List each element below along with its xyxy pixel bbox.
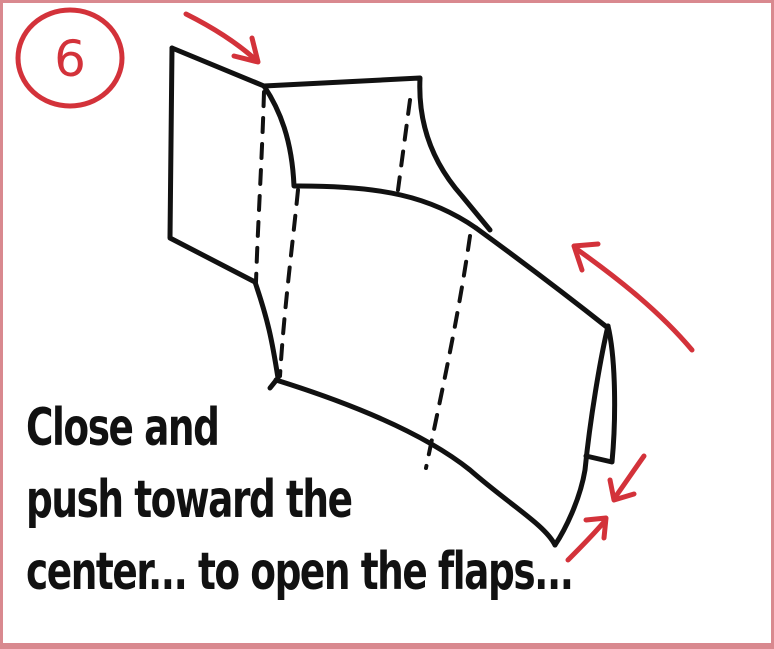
arrow-up-right-icon: [568, 518, 606, 560]
fold-line-left: [256, 92, 264, 282]
inner-fold-edge: [264, 86, 476, 228]
arrow-top-right-icon: [186, 14, 258, 62]
fold-line-center-left: [280, 190, 298, 376]
front-panel-left: [255, 282, 278, 388]
bottom-border: [0, 643, 774, 649]
caption-line-1: Close and: [26, 392, 573, 464]
instruction-caption: Close and push toward the center... to o…: [26, 392, 573, 608]
arrow-right-up-icon: [574, 244, 692, 350]
arrow-down-left-icon: [610, 456, 644, 500]
left-flap: [170, 48, 255, 282]
top-edge-middle: [264, 78, 490, 230]
caption-line-2: push toward the: [26, 464, 573, 536]
step-number: 6: [54, 30, 86, 88]
step-badge: 6: [18, 10, 122, 106]
caption-line-3: center... to open the flaps...: [26, 536, 573, 608]
fold-line-top-right: [398, 100, 410, 190]
